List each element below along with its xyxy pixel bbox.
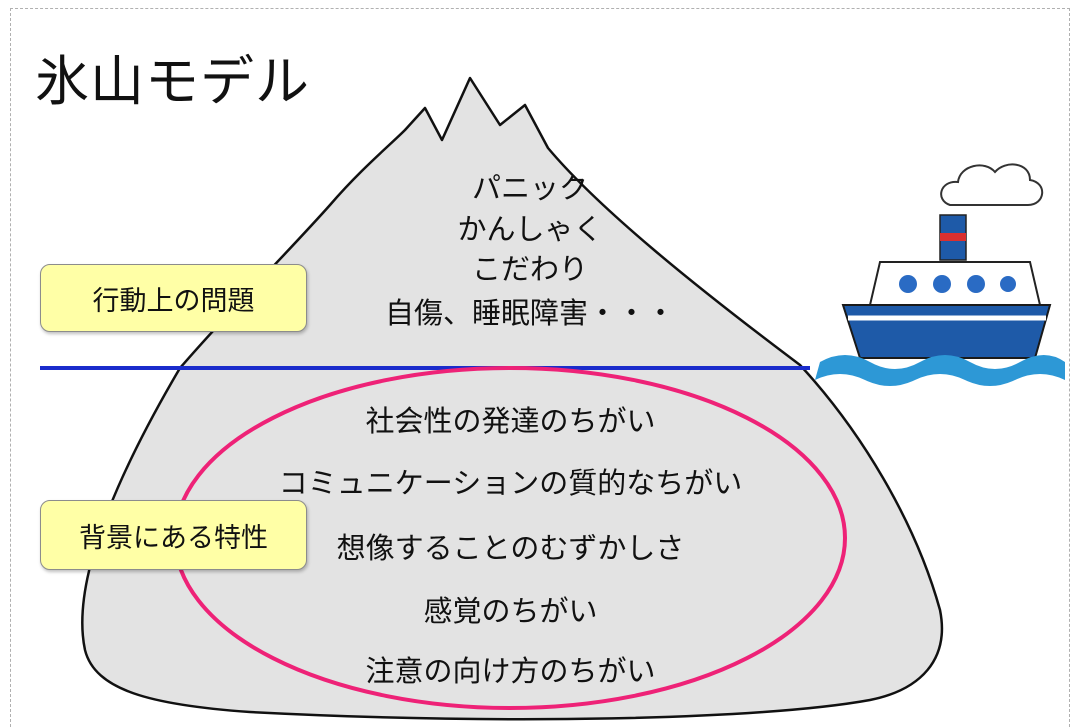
below-item-1: 社会性の発達のちがい	[365, 404, 656, 438]
slide-title: 氷山モデル	[35, 50, 310, 113]
behavior-label-text: 行動上の問題	[92, 285, 255, 317]
above-item-2: かんしゃく	[457, 212, 603, 246]
below-item-3: 想像することのむずかしさ	[336, 531, 685, 565]
below-item-2: コミュニケーションの質的なちがい	[278, 466, 743, 500]
behavior-label: 行動上の問題	[40, 264, 307, 332]
above-item-1: パニック	[471, 171, 588, 205]
slide-frame	[10, 8, 1070, 727]
below-item-5: 注意の向け方のちがい	[365, 654, 656, 688]
ship-icon	[815, 163, 1065, 386]
below-item-4: 感覚のちがい	[423, 594, 598, 628]
above-item-3: こだわり	[471, 252, 588, 286]
background-label-text: 背景にある特性	[79, 522, 268, 554]
background-label: 背景にある特性	[40, 500, 307, 570]
above-item-4: 自傷、睡眠障害・・・	[384, 296, 675, 330]
